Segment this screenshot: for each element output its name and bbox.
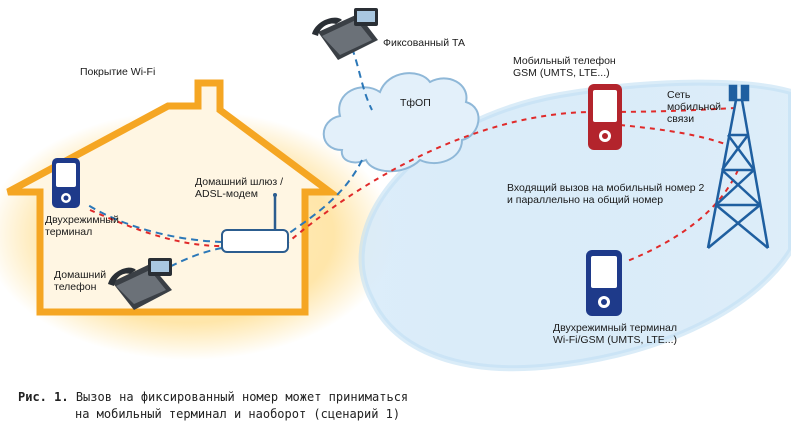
pstn-label: ТфОП bbox=[400, 97, 431, 109]
mobile-phone-label-line1: Мобильный телефон bbox=[513, 55, 616, 67]
house bbox=[6, 79, 341, 316]
home-phone-label-line1: Домашний bbox=[54, 269, 107, 281]
incoming-call-label: Входящий вызов на мобильный номер 2 и па… bbox=[507, 182, 704, 206]
dualmode-mobile-label-line1: Двухрежимный терминал bbox=[553, 322, 677, 334]
cell-tower bbox=[706, 84, 770, 249]
caption-figure-label: Рис. 1. bbox=[18, 390, 69, 404]
mobile-line-links bbox=[89, 107, 739, 263]
figure-caption: Рис. 1. Вызов на фиксированный номер мож… bbox=[18, 389, 408, 423]
link-gateway-to-mobile-phone bbox=[284, 107, 736, 246]
incoming-call-label-line2: и параллельно на общий номер bbox=[507, 194, 664, 206]
caption-line1-group: Рис. 1. Вызов на фиксированный номер мож… bbox=[18, 390, 408, 404]
caption-line2: на мобильный терминал и наоборот (сценар… bbox=[75, 407, 401, 421]
mobile-network-label-line2: мобильной bbox=[667, 101, 722, 113]
dualmode-mobile-label: Двухрежимный терминал Wi-Fi/GSM (UMTS, L… bbox=[553, 322, 677, 346]
link-dualmode-to-gateway bbox=[89, 209, 223, 247]
link-fixed-phone-to-pstn bbox=[351, 47, 373, 111]
link-mobile-phone-to-tower bbox=[619, 124, 729, 146]
dualmode-terminal-mobile bbox=[586, 250, 622, 316]
fixed-phone-label: Фиксованный ТА bbox=[383, 37, 466, 49]
dualmode-mobile-label-line2: Wi-Fi/GSM (UMTS, LTE...) bbox=[553, 334, 678, 346]
mobile-phone-label-line2: GSM (UMTS, LTE...) bbox=[513, 67, 610, 79]
home-phone-label: Домашний телефон bbox=[54, 269, 106, 293]
mobile-network-label: Сеть мобильной связи bbox=[667, 89, 721, 125]
mobile-phone-gsm bbox=[588, 84, 622, 150]
pstn-cloud bbox=[322, 72, 480, 173]
fixed-phone bbox=[312, 8, 378, 60]
home-phone-label-line2: телефон bbox=[54, 281, 97, 293]
gateway-label: Домашний шлюз / ADSL-модем bbox=[195, 176, 283, 200]
wifi-coverage-label: Покрытие Wi-Fi bbox=[80, 66, 156, 78]
mobile-network-label-line1: Сеть bbox=[667, 89, 691, 101]
incoming-call-label-line1: Входящий вызов на мобильный номер 2 bbox=[507, 182, 705, 194]
caption-line1: Вызов на фиксированный номер может прини… bbox=[75, 390, 409, 404]
mobile-phone-label: Мобильный телефон GSM (UMTS, LTE...) bbox=[513, 55, 616, 79]
home-gateway-modem bbox=[221, 193, 289, 253]
dualmode-home-label: Двухрежимный терминал bbox=[45, 214, 119, 238]
dualmode-home-label-line2: терминал bbox=[45, 226, 93, 238]
gateway-label-line2: ADSL-модем bbox=[195, 188, 258, 200]
link-gateway-to-dualmode bbox=[87, 204, 223, 243]
dualmode-home-label-line1: Двухрежимный bbox=[45, 214, 119, 226]
home-phone bbox=[108, 258, 172, 310]
dualmode-terminal-home bbox=[52, 158, 80, 208]
gateway-label-line1: Домашний шлюз / bbox=[195, 176, 284, 188]
mobile-network-label-line3: связи bbox=[667, 113, 695, 125]
link-pstn-to-gateway bbox=[284, 159, 363, 237]
